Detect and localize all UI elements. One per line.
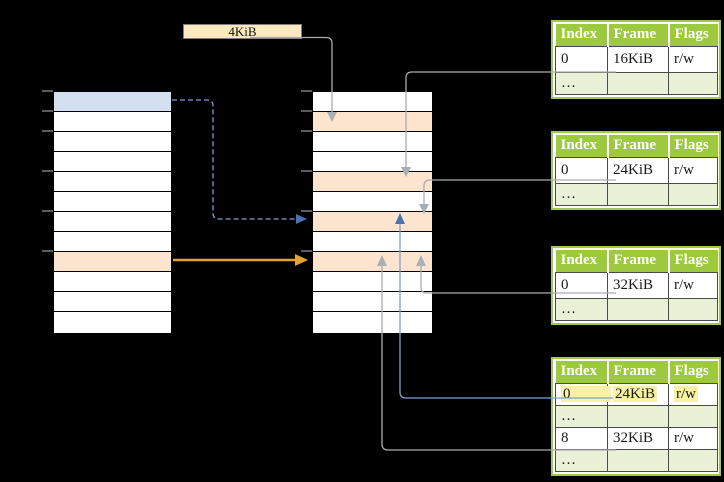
memory-row [313,172,432,192]
table-cell-frame [607,297,669,321]
memory-row [54,152,171,172]
memory-row [313,312,432,332]
column-header: Frame [606,24,669,47]
table-cell-flags: r/w [668,382,718,406]
memory-row [313,232,432,252]
column-header: Index [555,250,608,273]
table-row: … [555,182,718,206]
memory-row [313,292,432,312]
arrow-virtualpage-to-frame6-dashed [172,99,296,220]
highlight-mark: r/w [674,385,698,402]
table-cell-frame: 32KiB [607,426,669,450]
table-cell-flags: r/w [668,426,718,450]
table-cell-frame [607,404,669,428]
arrowhead-right-icon [296,214,307,224]
column-header: Frame [606,250,669,273]
memory-row [54,212,171,232]
highlight-mark: 24KiB [613,385,658,402]
column-header: Flags [667,135,718,158]
table-cell-frame: 24KiB [607,156,669,184]
table-cell-frame [607,448,669,472]
memory-row [54,192,171,212]
memory-row [54,112,171,132]
memory-row [313,212,432,232]
table-cell-index: … [555,182,608,206]
table-cell-flags [668,71,718,95]
highlight-mark: 0 [561,385,611,402]
table-cell-flags [668,404,718,428]
memory-row [54,92,171,112]
memory-row [54,252,171,272]
column-header: Flags [667,361,718,384]
table-cell-index: … [555,404,608,428]
memory-row [54,232,171,252]
table-cell-frame [607,71,669,95]
table-row: … [555,71,718,95]
table-cell-index: 0 [555,271,608,299]
column-header: Frame [606,361,669,384]
table-cell-index: … [555,71,608,95]
virtual-pages-column [53,91,172,334]
memory-row [313,252,432,272]
memory-row [54,272,171,292]
table-cell-index: … [555,448,608,472]
table-cell-flags: r/w [668,271,718,299]
table-cell-index: 0 [555,382,611,406]
memory-row [54,172,171,192]
column-header: Index [555,361,608,384]
memory-row [54,132,171,152]
table-cell-flags: r/w [668,45,718,73]
table-cell-frame: 16KiB [607,45,669,73]
table-cell-flags: r/w [668,156,718,184]
column-header: Frame [606,135,669,158]
memory-row [313,132,432,152]
memory-row [54,292,171,312]
column-header: Flags [667,250,718,273]
table-cell-flags [668,297,718,321]
column-header: Flags [667,24,718,47]
memory-row [313,152,432,172]
table-cell-flags [668,448,718,472]
memory-row [313,112,432,132]
memory-row [313,192,432,212]
table-cell-index: 0 [555,156,608,184]
frame-size-label-box: 4KiB [183,24,302,39]
table-cell-flags [668,182,718,206]
physical-memory-column [312,91,433,334]
table-cell-frame: 24KiB [607,382,669,406]
memory-row [313,272,432,292]
table-cell-frame [607,182,669,206]
table-cell-index: … [555,297,608,321]
table-cell-index: 0 [555,45,608,73]
table-cell-index: 8 [555,426,608,450]
table-row: … [555,404,718,428]
arrowhead-right-icon [295,254,308,266]
table-row: … [555,448,718,472]
memory-row [54,312,171,332]
column-header: Index [555,135,608,158]
table-cell-frame: 32KiB [607,271,669,299]
column-header: Index [555,24,608,47]
memory-row [313,92,432,112]
table-row: … [555,297,718,321]
